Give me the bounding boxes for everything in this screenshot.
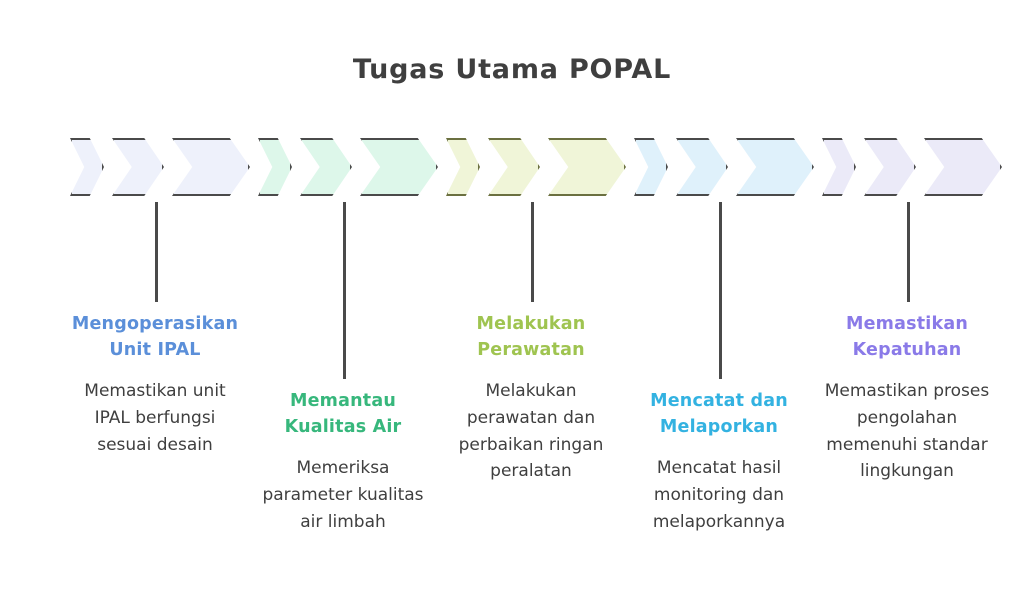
chevron-arrow-icon: [112, 138, 164, 196]
page-title: Tugas Utama POPAL: [352, 54, 672, 85]
chevron-arrow-icon: [258, 138, 292, 196]
chevron-arrow-icon: [736, 138, 814, 196]
step-description-3: Melakukan perawatan dan perbaikan ringan…: [458, 380, 604, 482]
chevron-arrow-icon: [634, 138, 668, 196]
step-description-1: Memastikan unit IPAL berfungsi sesuai de…: [84, 380, 226, 455]
step-heading-1: Mengoperasikan Unit IPAL: [71, 314, 239, 360]
process-step-1: Mengoperasikan Unit IPAL Memastikan unit…: [62, 0, 250, 594]
connector-line-3: [531, 202, 534, 302]
step-text-1: Mengoperasikan Unit IPAL Memastikan unit…: [62, 312, 248, 458]
chevron-arrow-icon: [446, 138, 480, 196]
step-description-5: Memastikan proses pengolahan memenuhi st…: [824, 380, 990, 482]
chevron-group-1: [62, 138, 250, 196]
chevron-group-5: [814, 138, 1002, 196]
process-step-5: Memastikan Kepatuhan Memastikan proses p…: [814, 0, 1002, 594]
chevron-group-3: [438, 138, 626, 196]
chevron-arrow-icon: [822, 138, 856, 196]
chevron-arrow-icon: [864, 138, 916, 196]
connector-line-2: [343, 202, 346, 379]
step-text-4: Mencatat dan Melaporkan Mencatat hasil m…: [626, 389, 812, 535]
chevron-arrow-icon: [360, 138, 438, 196]
chevron-arrow-icon: [548, 138, 626, 196]
step-heading-5: Memastikan Kepatuhan: [845, 314, 968, 360]
step-heading-3: Melakukan Perawatan: [476, 314, 586, 360]
chevron-arrow-icon: [676, 138, 728, 196]
chevron-group-4: [626, 138, 814, 196]
step-text-2: Memantau Kualitas Air Memeriksa paramete…: [250, 389, 436, 535]
step-description-4: Mencatat hasil monitoring dan melaporkan…: [652, 457, 786, 532]
chevron-arrow-icon: [924, 138, 1002, 196]
step-heading-2: Memantau Kualitas Air: [284, 391, 402, 437]
process-step-4: Mencatat dan Melaporkan Mencatat hasil m…: [626, 0, 814, 594]
step-heading-4: Mencatat dan Melaporkan: [650, 391, 788, 437]
chevron-arrow-icon: [488, 138, 540, 196]
step-text-5: Memastikan Kepatuhan Memastikan proses p…: [814, 312, 1000, 485]
connector-line-5: [907, 202, 910, 302]
connector-line-4: [719, 202, 722, 379]
step-text-3: Melakukan Perawatan Melakukan perawatan …: [438, 312, 624, 485]
chevron-group-2: [250, 138, 438, 196]
chevron-arrow-icon: [300, 138, 352, 196]
process-step-2: Memantau Kualitas Air Memeriksa paramete…: [250, 0, 438, 594]
connector-line-1: [155, 202, 158, 302]
chevron-arrow-icon: [70, 138, 104, 196]
process-step-3: Melakukan Perawatan Melakukan perawatan …: [438, 0, 626, 594]
step-description-2: Memeriksa parameter kualitas air limbah: [262, 457, 424, 532]
chevron-arrow-icon: [172, 138, 250, 196]
